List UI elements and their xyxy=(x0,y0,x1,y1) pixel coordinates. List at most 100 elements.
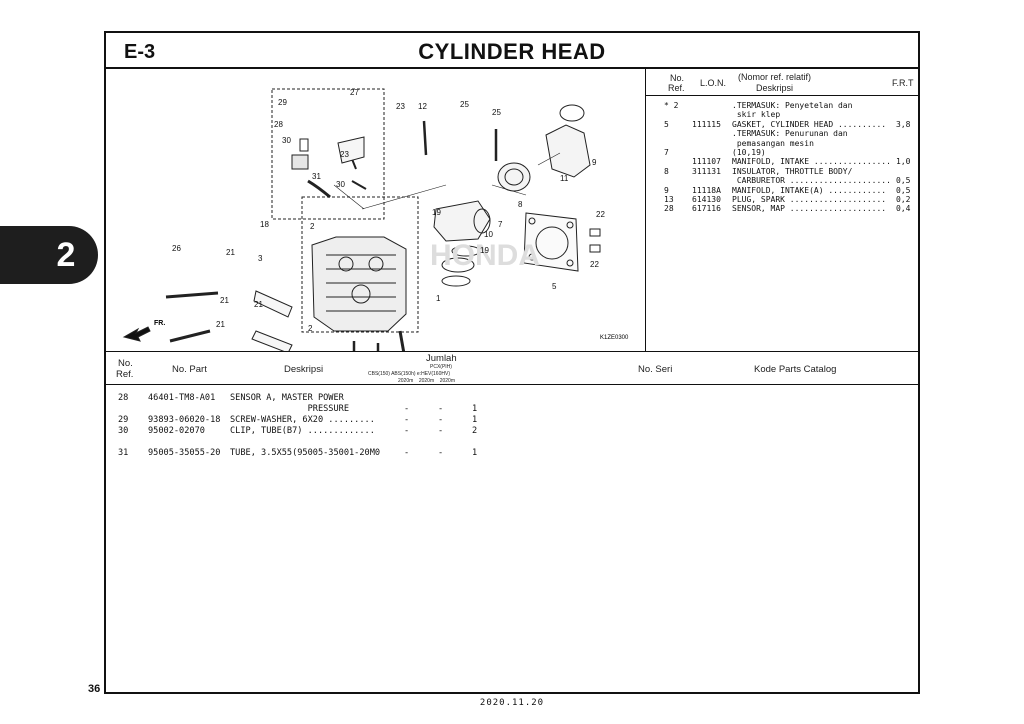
parts-ref-header-1: No. xyxy=(118,358,133,369)
callout-26: 26 xyxy=(172,244,181,253)
callout-12: 12 xyxy=(418,102,427,111)
cylinder-gasket-part xyxy=(523,212,579,272)
ref-cell-ref: 28 xyxy=(664,204,674,214)
ref-cell-desc: CARBURETOR ..................... xyxy=(732,176,891,186)
ref-cell-frt: 3,8 xyxy=(896,119,911,129)
serial-number-header: No. Seri xyxy=(638,364,673,375)
ref-cell-frt: 0,4 xyxy=(896,204,911,214)
part-cell-q1: - xyxy=(404,448,410,458)
callout-29: 29 xyxy=(278,98,287,107)
model-header: PCX(PIH) xyxy=(430,364,452,370)
ref-cell-frt: 1,0 xyxy=(896,157,911,167)
ref-cell-desc: INSULATOR, THROTTLE BODY/ xyxy=(732,166,853,176)
ref-col-header-1: No. xyxy=(670,73,685,83)
part-cell-q2: - xyxy=(438,404,444,414)
part-cell-ref: 31 xyxy=(118,448,129,458)
spark-plug-part xyxy=(398,330,406,351)
table-row: 30 95002-02070 CLIP, TUBE(B7) ............… xyxy=(106,426,918,437)
ref-table-row: skir klep xyxy=(646,110,918,119)
ref-table-header: No. Ref. L.O.N. (Nomor ref. relatif) Des… xyxy=(646,69,918,96)
ref-cell-desc: PLUG, SPARK .................... xyxy=(732,194,887,204)
page-title: CYLINDER HEAD xyxy=(418,39,606,64)
part-cell-desc: TUBE, 3.5X55(95005-35001-20M0 xyxy=(230,448,381,458)
parts-ref-header-2: Ref. xyxy=(116,369,134,380)
part-cell-q1: - xyxy=(404,404,410,414)
callout-1: 1 xyxy=(436,294,441,303)
part-cell-q2: - xyxy=(438,426,444,436)
description-header: Deskripsi xyxy=(284,364,324,375)
callout-21: 21 xyxy=(254,300,263,309)
part-cell-part: 93893-06020-18 xyxy=(148,415,221,425)
part-cell-part: 46401-TM8-A01 xyxy=(148,393,216,403)
ref-cell-frt: 0,5 xyxy=(896,176,911,186)
ref-cell-desc: (10,19) xyxy=(732,147,766,157)
parts-table-header: No. Ref. No. Part Deskripsi Jumlah PCX(P… xyxy=(106,351,918,385)
ref-cell-ref: 8 xyxy=(664,166,669,176)
ref-cell-desc: .TERMASUK: Penyetelan dan xyxy=(732,101,853,110)
part-cell-part: 95002-02070 xyxy=(148,426,205,436)
group-frame-head xyxy=(301,196,419,333)
callout-11: 11 xyxy=(560,174,569,183)
part-cell-q3: 2 xyxy=(472,426,478,436)
ref-cell-desc: MANIFOLD, INTAKE ................ xyxy=(732,157,891,167)
chapter-number: 2 xyxy=(56,235,76,274)
part-cell-desc: CLIP, TUBE(B7) ............. xyxy=(230,426,375,436)
callout-27: 27 xyxy=(350,88,359,97)
page-header: E-3 CYLINDER HEAD xyxy=(106,33,918,69)
catalog-code-header: Kode Parts Catalog xyxy=(754,364,837,375)
callout-28: 28 xyxy=(274,120,283,129)
part-cell-q1: - xyxy=(404,426,410,436)
part-cell-part: 95005-35055-20 xyxy=(148,448,221,458)
callout-22: 22 xyxy=(596,210,605,219)
callout-21: 21 xyxy=(220,296,229,305)
ref-col-header-2: Ref. xyxy=(668,83,685,93)
insulator-part xyxy=(497,162,531,192)
ref-cell-lon: 617116 xyxy=(692,204,721,214)
ref-cell-frt: 0,2 xyxy=(896,194,911,204)
catalog-page-frame: E-3 CYLINDER HEAD xyxy=(104,31,920,694)
callout-8: 8 xyxy=(518,200,523,209)
gasket-10 xyxy=(441,257,475,273)
part-cell-q3: 1 xyxy=(472,448,478,458)
front-direction-label: FR. xyxy=(154,320,165,327)
chapter-tab: 2 xyxy=(0,226,98,284)
map-sensor-part xyxy=(291,154,309,170)
ref-cell-ref: 7 xyxy=(664,147,669,157)
callout-25: 25 xyxy=(492,108,501,117)
ref-cell-lon: 614130 xyxy=(692,194,721,204)
callout-31: 31 xyxy=(312,172,321,181)
ref-cell-desc: MANIFOLD, INTAKE(A) ............ xyxy=(732,185,887,195)
ref-cell-desc: pemasangan mesin xyxy=(732,138,814,148)
ref-cell-desc: .TERMASUK: Penurunan dan xyxy=(732,129,848,139)
callout-30: 30 xyxy=(336,180,345,189)
o-ring-19b xyxy=(441,275,471,287)
ref-cell-desc: SENSOR, MAP .................... xyxy=(732,204,887,214)
callout-19: 19 xyxy=(480,246,489,255)
ref-table-row: 28 617116 SENSOR, MAP ....................… xyxy=(646,204,918,213)
part-cell-ref: 30 xyxy=(118,426,129,436)
callout-2: 2 xyxy=(308,324,313,333)
callout-19: 19 xyxy=(432,208,441,217)
ref-cell-desc: skir klep xyxy=(732,110,781,120)
ref-table-row: CARBURETOR ..................... 0,5 xyxy=(646,176,918,185)
desc-col-header-1: (Nomor ref. relatif) xyxy=(738,72,812,82)
frt-col-header: F.R.T xyxy=(892,78,914,88)
o-ring-19 xyxy=(451,245,481,257)
ref-cell-lon: 11118A xyxy=(692,185,721,195)
page-number: 36 xyxy=(88,683,101,695)
callout-25: 25 xyxy=(460,100,469,109)
section-code: E-3 xyxy=(124,41,156,63)
desc-col-header-2: Deskripsi xyxy=(756,83,794,93)
callout-23: 23 xyxy=(396,102,405,111)
part-cell-desc: SENSOR A, MASTER POWER xyxy=(230,393,344,403)
group-frame-sensor xyxy=(271,88,385,220)
ref-cell-ref: 5 xyxy=(664,119,669,129)
ref-cell-frt: 0,5 xyxy=(896,185,911,195)
part-cell-q1: - xyxy=(404,415,410,425)
